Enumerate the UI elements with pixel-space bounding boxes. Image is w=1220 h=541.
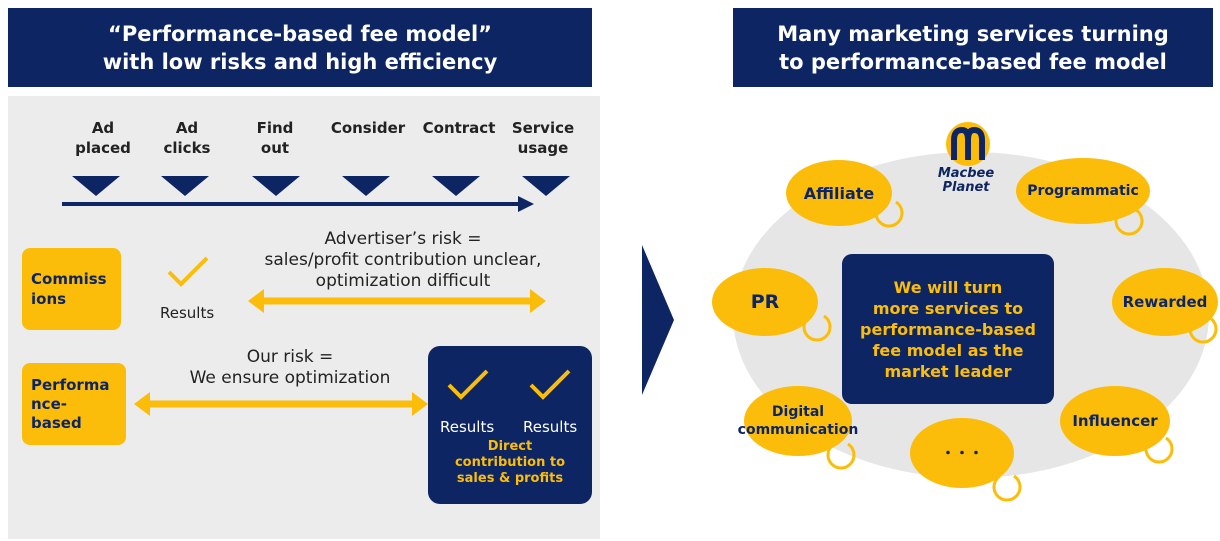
results-label: Results — [440, 418, 495, 436]
right-header: Many marketing services turning to perfo… — [733, 8, 1213, 87]
check-icon — [447, 369, 489, 400]
circular-arrow-icon — [1114, 208, 1144, 236]
stage-marker — [432, 176, 480, 196]
our-risk-text: Our risk = We ensure optimization — [189, 347, 391, 388]
market-leader-statement: We will turn more services to performanc… — [842, 254, 1054, 404]
stage-marker — [252, 176, 300, 196]
check-icon — [529, 369, 571, 400]
commissions-box: Commiss ions — [22, 248, 121, 330]
timeline-arrow — [62, 196, 534, 212]
circular-arrow-icon — [802, 314, 832, 342]
circular-arrow-icon — [874, 200, 904, 228]
results-box: Results Results Direct contribution to s… — [428, 346, 592, 504]
macbee-planet-logo-icon — [946, 122, 990, 166]
circular-arrow-icon — [1144, 436, 1174, 464]
stage-contract: Contract — [422, 119, 496, 137]
risk-double-arrow — [248, 289, 546, 313]
right-header-line2: to performance-based fee model — [779, 49, 1167, 74]
optimization-double-arrow — [134, 392, 428, 416]
performance-based-box: Performa nce- based — [22, 363, 126, 445]
stage-marker — [522, 176, 570, 196]
left-header: “Performance-based fee model” with low r… — [8, 8, 592, 87]
circular-arrow-icon — [826, 442, 856, 470]
left-header-line2: with low risks and high efficiency — [102, 49, 498, 74]
service-affiliate: Affiliate — [786, 160, 892, 226]
stage-marker — [72, 176, 120, 196]
circular-arrow-icon — [992, 474, 1022, 502]
direct-contribution-text: Direct contribution to sales & profits — [454, 439, 566, 486]
service-more: ・・・ — [910, 418, 1014, 488]
stage-marker — [342, 176, 390, 196]
advertiser-risk-text: Advertiser’s risk = sales/profit contrib… — [264, 229, 542, 291]
service-programmatic: Programmatic — [1016, 158, 1150, 224]
results-label: Results — [160, 304, 215, 322]
left-header-line1: “Performance-based fee model” — [108, 21, 492, 46]
circular-arrow-icon — [1188, 316, 1218, 344]
check-icon — [167, 256, 209, 287]
stage-marker — [161, 176, 209, 196]
right-header-line1: Many marketing services turning — [777, 21, 1169, 46]
results-label: Results — [523, 418, 578, 436]
chevron-right-icon — [642, 245, 674, 395]
service-influencer: Influencer — [1060, 386, 1170, 456]
stage-consider: Consider — [330, 119, 406, 137]
macbee-planet-logo-text: Macbee Planet — [937, 166, 995, 195]
service-pr: PR — [712, 268, 818, 336]
service-rewarded: Rewarded — [1112, 268, 1218, 336]
